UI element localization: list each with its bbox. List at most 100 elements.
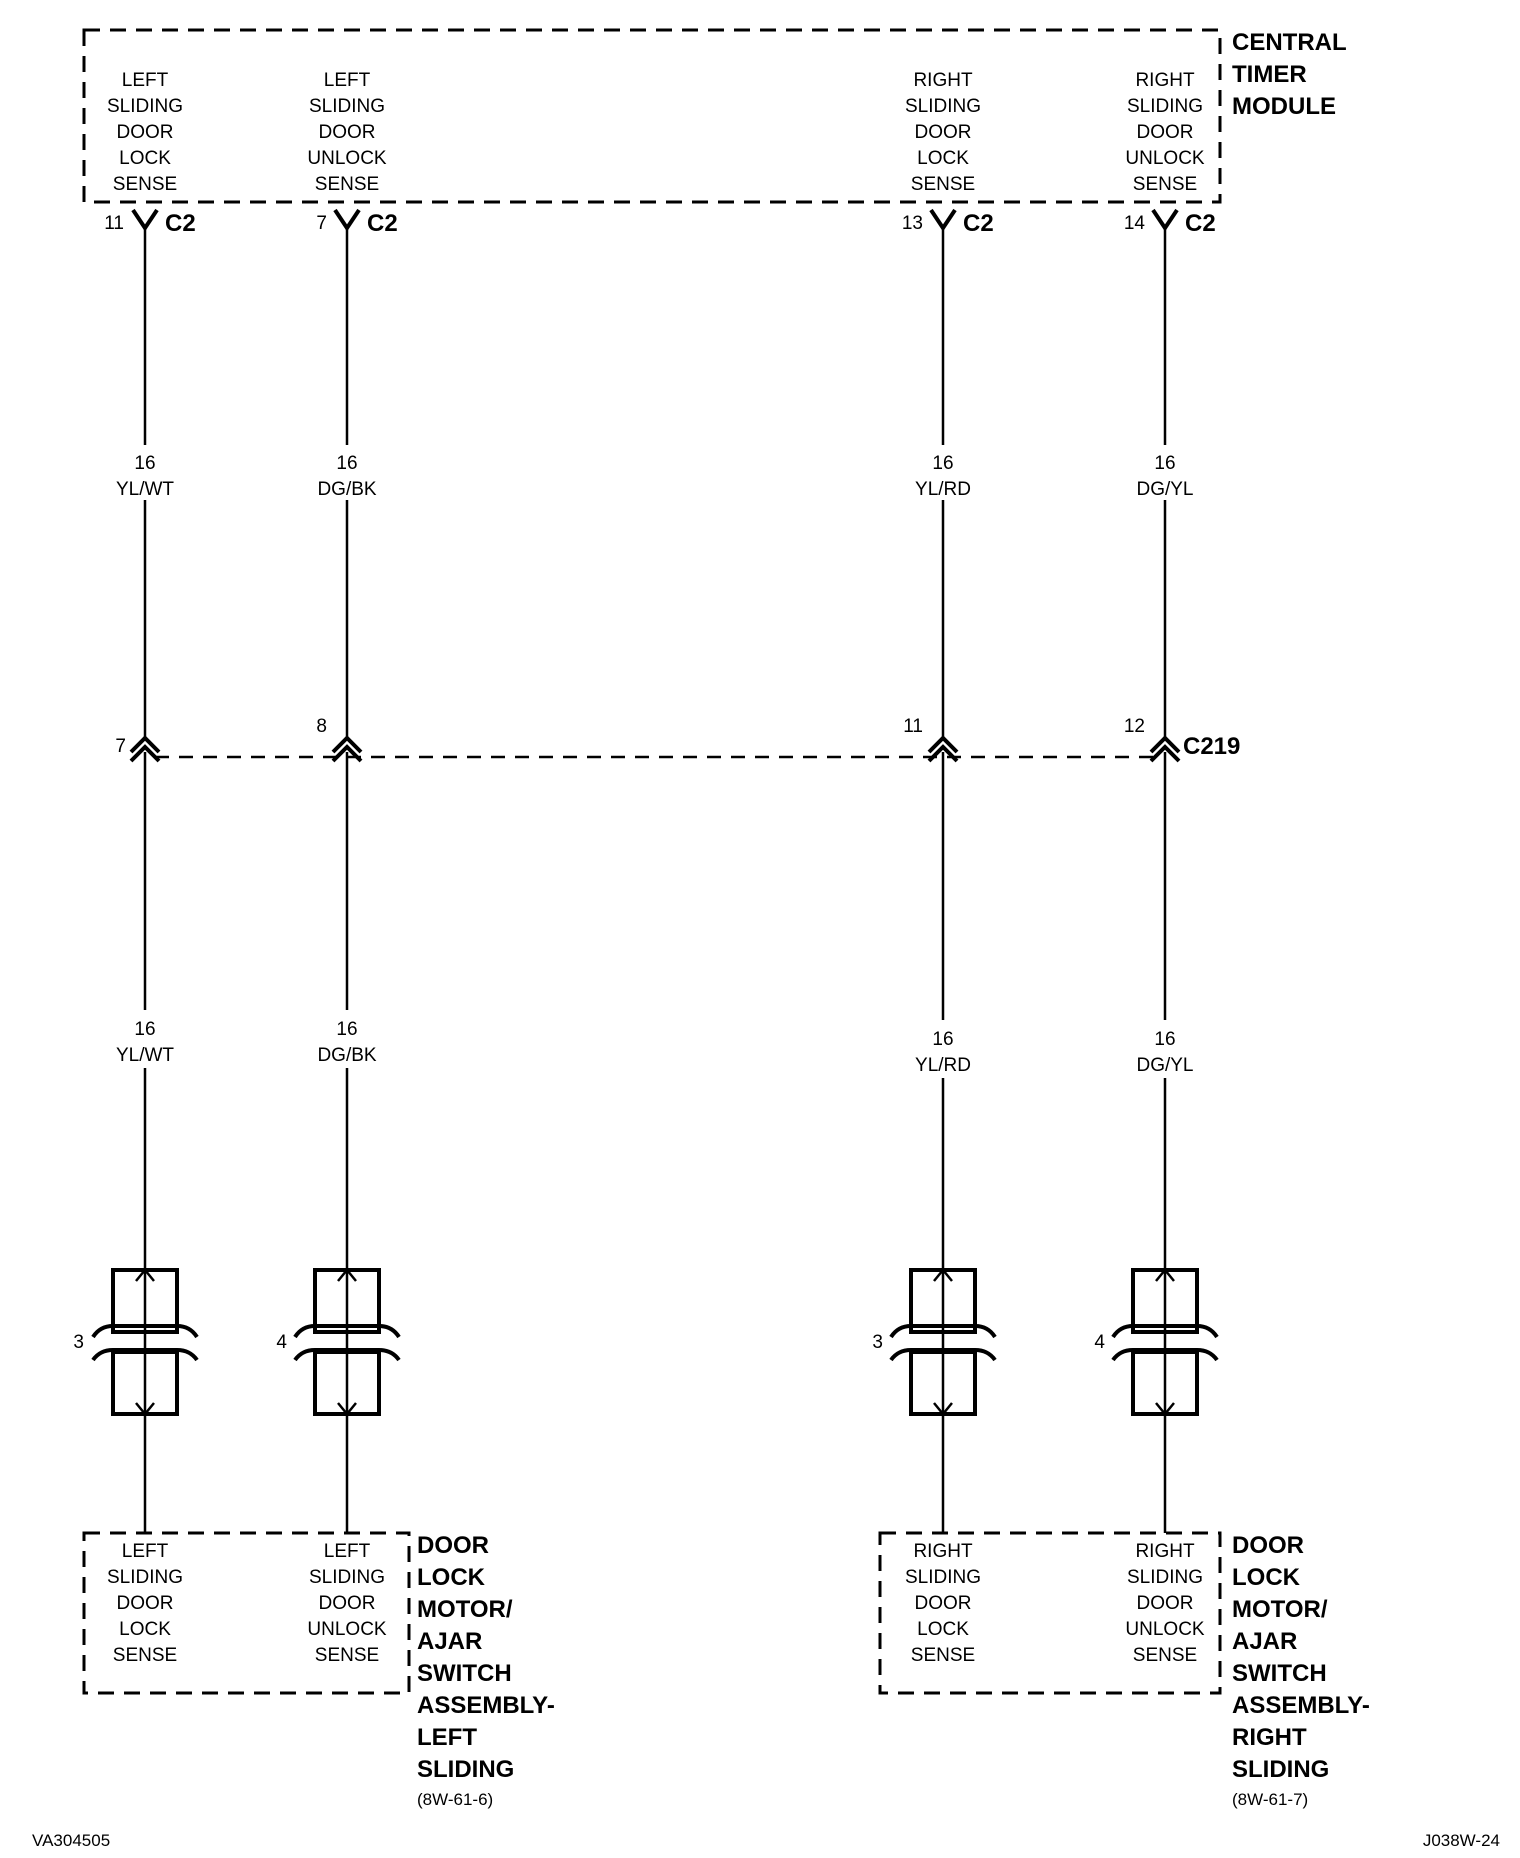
right-asm-ref: (8W-61-7) [1232,1790,1308,1809]
right-asm-pin2-line-2: SLIDING [1127,1567,1203,1588]
wire-4-upper-gauge: 16 [1154,453,1175,474]
lower-wire-labels: 16 YL/WT 16 DG/BK 16 YL/RD 16 DG/YL [116,1019,1194,1076]
left-asm-title-line-2: LOCK [417,1564,486,1591]
ctm-pin4-connector: C2 [1185,210,1216,237]
c219-pin-2: 8 [316,716,327,737]
left-asm-title-line-3: MOTOR/ [417,1596,513,1623]
left-asm-pin1-line-4: LOCK [119,1619,171,1640]
right-asm-title-line-5: SWITCH [1232,1660,1327,1687]
right-asm-title-line-4: AJAR [1232,1628,1297,1655]
ctm-terminal-1 [131,208,159,232]
right-assembly-box [878,1531,1222,1695]
ctm-pin4-line-3: DOOR [1137,122,1194,143]
right-asm-pin2-line-3: DOOR [1137,1593,1194,1614]
left-asm-pin2-line-3: DOOR [319,1593,376,1614]
ctm-title-line-3: MODULE [1232,93,1336,120]
c219-pin-4: 12 [1124,716,1145,737]
switch-connector-3-pin: 3 [872,1332,883,1353]
c219-label: C219 [1183,733,1240,760]
ctm-terminal-2 [333,208,361,232]
left-asm-pin2-line-4: UNLOCK [307,1619,387,1640]
right-asm-pin2-line-4: UNLOCK [1125,1619,1205,1640]
wire-2-upper-color: DG/BK [317,479,376,500]
ctm-pin3-connector: C2 [963,210,994,237]
right-asm-pin1-line-4: LOCK [917,1619,969,1640]
ctm-pin3-line-4: LOCK [917,148,969,169]
ctm-pin2-line-2: SLIDING [309,96,385,117]
left-asm-title-line-1: DOOR [417,1532,489,1559]
c219-terminal-2 [331,735,363,763]
ctm-pin2-line-5: SENSE [315,174,379,195]
ctm-pin1-connector: C2 [165,210,196,237]
switch-connector-2-pin: 4 [276,1332,287,1353]
switch-connector-1-pin: 3 [73,1332,84,1353]
c219-connector: 7 8 11 12 C219 [115,716,1240,763]
right-asm-title-line-8: SLIDING [1232,1756,1329,1783]
switch-connector-2 [293,1268,401,1416]
left-asm-title-line-5: SWITCH [417,1660,512,1687]
wires [131,208,1179,1533]
footer-right-code: J038W-24 [1423,1831,1500,1850]
ctm-pin2-line-3: DOOR [319,122,376,143]
wire-3-lower-gauge: 16 [932,1029,953,1050]
ctm-pin1-line-2: SLIDING [107,96,183,117]
wire-1-upper-gauge: 16 [134,453,155,474]
ctm-pin3-line-2: SLIDING [905,96,981,117]
c219-terminal-3 [927,735,959,763]
left-asm-pin1-line-3: DOOR [117,1593,174,1614]
c219-terminal-1 [129,735,161,763]
c219-terminal-4 [1149,735,1181,763]
right-asm-pin1-line-5: SENSE [911,1645,975,1666]
right-asm-title-line-2: LOCK [1232,1564,1301,1591]
left-asm-ref: (8W-61-6) [417,1790,493,1809]
wire-1-lower-color: YL/WT [116,1045,174,1066]
right-asm-pin2-line-1: RIGHT [1135,1541,1195,1562]
left-asm-pin2-line-1: LEFT [324,1541,371,1562]
wire-1-upper-color: YL/WT [116,479,174,500]
ctm-pin1-line-4: LOCK [119,148,171,169]
ctm-pin4-line-2: SLIDING [1127,96,1203,117]
wire-3-upper-color: YL/RD [915,479,971,500]
ctm-pin2-connector: C2 [367,210,398,237]
left-asm-title-line-8: SLIDING [417,1756,514,1783]
left-asm-pin1-line-5: SENSE [113,1645,177,1666]
ctm-pin3-line-1: RIGHT [913,70,973,91]
ctm-pin2-line-1: LEFT [324,70,371,91]
ctm-pin2-number: 7 [316,213,327,234]
wire-2-upper-gauge: 16 [336,453,357,474]
left-assembly: LEFT SLIDING DOOR LOCK SENSE LEFT SLIDIN… [82,1531,555,1809]
switch-connector-4 [1111,1268,1219,1416]
right-assembly: RIGHT SLIDING DOOR LOCK SENSE RIGHT SLID… [878,1531,1370,1809]
wire-4-upper-color: DG/YL [1136,479,1193,500]
c219-pin-1: 7 [115,736,126,757]
ctm-pin4-number: 14 [1124,213,1146,234]
ctm-pin3-number: 13 [902,213,923,234]
switch-connector-4-pin: 4 [1094,1332,1105,1353]
ctm-title-line-2: TIMER [1232,61,1307,88]
left-asm-pin2-line-5: SENSE [315,1645,379,1666]
right-asm-title-line-6: ASSEMBLY- [1232,1692,1370,1719]
left-asm-title-line-4: AJAR [417,1628,482,1655]
central-timer-module: CENTRAL TIMER MODULE LEFT SLIDING DOOR L… [82,28,1347,237]
left-asm-pin2-line-2: SLIDING [309,1567,385,1588]
ctm-terminal-4 [1151,208,1179,232]
wire-3-upper-gauge: 16 [932,453,953,474]
switch-connectors: 3 4 3 4 [73,1268,1219,1416]
upper-wire-labels: 16 YL/WT 16 DG/BK 16 YL/RD 16 DG/YL [116,453,1194,500]
left-asm-pin1-line-1: LEFT [122,1541,169,1562]
wire-2-lower-gauge: 16 [336,1019,357,1040]
left-asm-title-line-6: ASSEMBLY- [417,1692,555,1719]
right-asm-pin1-line-2: SLIDING [905,1567,981,1588]
wire-3-lower-color: YL/RD [915,1055,971,1076]
ctm-pin4-line-1: RIGHT [1135,70,1195,91]
right-asm-title-line-1: DOOR [1232,1532,1304,1559]
switch-connector-1 [91,1268,199,1416]
central-timer-module-box [82,28,1222,204]
left-asm-pin1-line-2: SLIDING [107,1567,183,1588]
ctm-pin1-line-5: SENSE [113,174,177,195]
wire-4-lower-gauge: 16 [1154,1029,1175,1050]
ctm-pin4-line-4: UNLOCK [1125,148,1205,169]
ctm-pin4-line-5: SENSE [1133,174,1197,195]
wire-2-lower-color: DG/BK [317,1045,376,1066]
